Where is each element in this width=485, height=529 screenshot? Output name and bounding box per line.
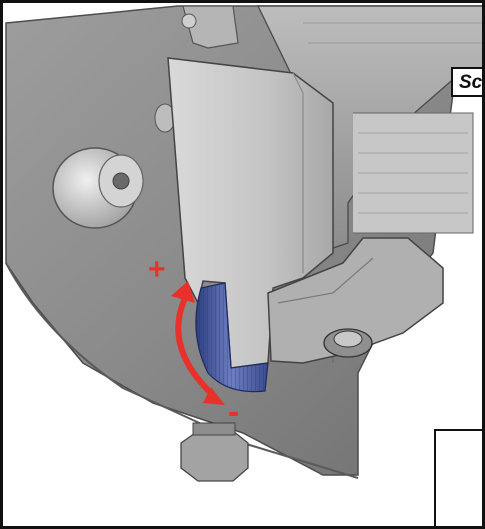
increase-sign: + (148, 253, 166, 286)
inset-box (434, 429, 482, 526)
decrease-sign: - (228, 393, 240, 431)
callout-label-box: Sc (451, 67, 483, 97)
mechanical-illustration (5, 5, 482, 482)
curved-double-arrow-icon (171, 281, 225, 405)
lower-clamp (267, 237, 444, 364)
callout-label-text: Sc (459, 72, 483, 93)
bottom-bolt (180, 430, 249, 482)
hinge-tab (182, 5, 239, 49)
